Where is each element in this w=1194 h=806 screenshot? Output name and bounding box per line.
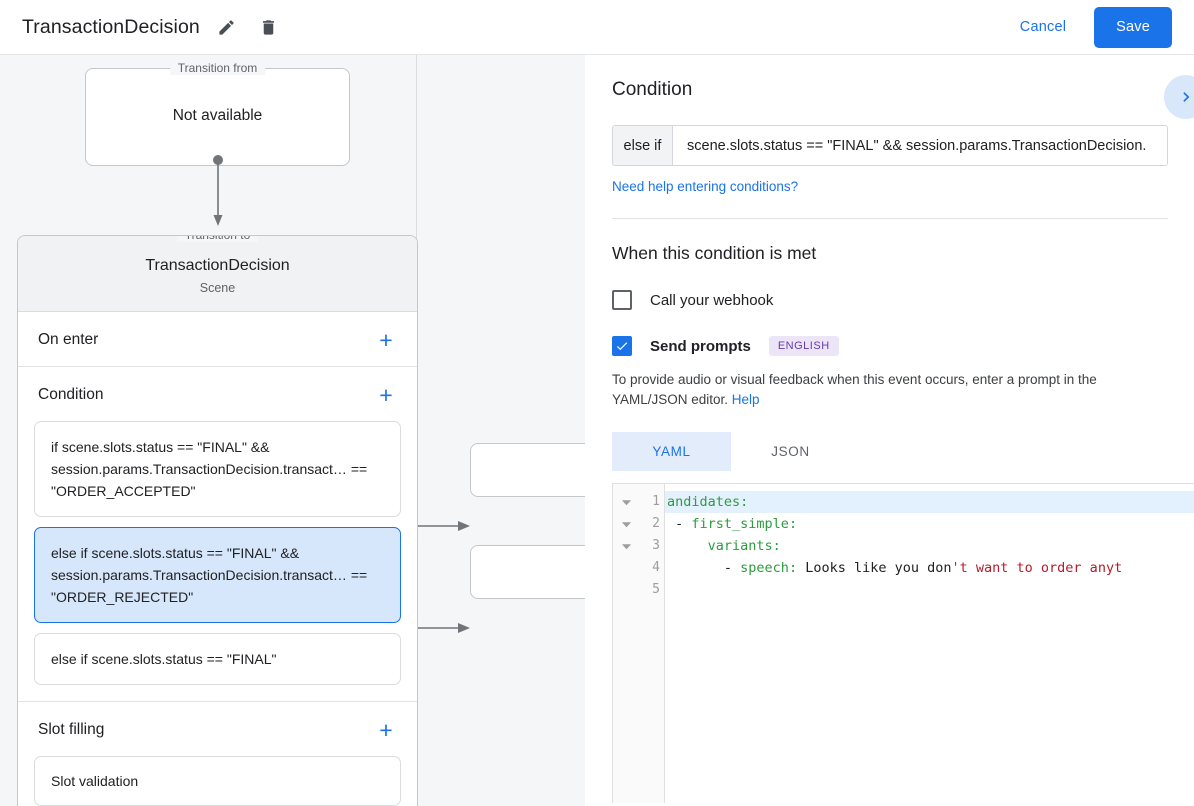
condition-item-selected[interactable]: else if scene.slots.status == "FINAL" &&… (34, 527, 401, 623)
section-header-condition: Condition + (18, 367, 417, 421)
code-token: first_simple (691, 516, 789, 532)
code-token: Looks like you don (797, 560, 952, 576)
scene-name: TransactionDecision (145, 257, 290, 274)
code-token: andidates (667, 494, 741, 510)
send-prompts-label: Send prompts (650, 337, 751, 355)
fold-toggle-icon[interactable] (613, 513, 639, 535)
fold-toggle-icon[interactable] (613, 491, 639, 513)
language-badge: ENGLISH (768, 336, 839, 356)
panel-body: When this condition is met Call your web… (586, 219, 1194, 803)
line-number: 5 (652, 582, 660, 597)
condition-item[interactable]: if scene.slots.status == "FINAL" && sess… (34, 421, 401, 517)
add-slot-filling-button[interactable]: + (379, 716, 393, 743)
code-token: - (667, 560, 741, 576)
scene-type: Scene (199, 281, 236, 295)
page-title: TransactionDecision (22, 15, 200, 38)
transition-target-box-1[interactable] (470, 443, 585, 497)
add-on-enter-button[interactable]: + (379, 326, 393, 353)
section-header-slot-filling: Slot filling + (18, 702, 417, 756)
editor-line-numbers: 1 2 3 4 5 (639, 484, 665, 803)
webhook-row: Call your webhook (612, 290, 1168, 310)
code-token: speech (740, 560, 789, 576)
code-token: : (772, 538, 781, 554)
section-title-on-enter: On enter (38, 331, 99, 348)
line-number: 4 (652, 560, 660, 575)
transition-to-card: Transition to TransactionDecision Scene … (17, 235, 418, 806)
section-condition: Condition + if scene.slots.status == "FI… (18, 367, 417, 702)
code-token (667, 538, 708, 554)
call-webhook-checkbox[interactable] (612, 290, 632, 310)
transition-to-legend: Transition to (176, 236, 259, 242)
condition-list: if scene.slots.status == "FINAL" && sess… (18, 421, 417, 701)
condition-input-row[interactable]: else if (612, 125, 1168, 166)
send-prompts-row: Send prompts ENGLISH (612, 336, 1168, 356)
editor-code-area[interactable]: andidates: - first_simple: variants: - s… (665, 484, 1194, 803)
code-line[interactable]: variants: (665, 535, 1194, 557)
transition-from-value: Not available (172, 107, 263, 124)
prompt-hint-text: To provide audio or visual feedback when… (612, 370, 1168, 410)
scene-header[interactable]: TransactionDecision Scene (18, 236, 417, 312)
fold-spacer (613, 579, 639, 601)
slot-filling-list: Slot validation (18, 756, 417, 806)
code-line[interactable]: - first_simple: (665, 513, 1194, 535)
section-header-on-enter: On enter + (18, 312, 417, 366)
prompt-help-link[interactable]: Help (731, 392, 760, 407)
transition-from-card[interactable]: Transition from Not available (85, 61, 350, 166)
fold-spacer (613, 557, 639, 579)
add-condition-button[interactable]: + (379, 381, 393, 408)
line-number: 3 (652, 538, 660, 553)
transition-target-box-2[interactable] (470, 545, 585, 599)
section-title-condition: Condition (38, 386, 104, 403)
condition-expression-input[interactable] (673, 126, 1167, 165)
section-title-slot-filling: Slot filling (38, 721, 105, 738)
code-line[interactable]: - speech: Looks like you don't want to o… (665, 557, 1194, 579)
code-line[interactable]: andidates: (665, 491, 1194, 513)
transition-to-wrap: Transition to TransactionDecision Scene … (17, 235, 418, 806)
code-token: variants (707, 538, 773, 554)
code-token: - (667, 516, 692, 532)
check-icon (616, 342, 628, 351)
code-token: : (788, 560, 798, 576)
panel-divider (612, 218, 1168, 219)
condition-item[interactable]: else if scene.slots.status == "FINAL" (34, 633, 401, 685)
code-token: : (788, 516, 798, 532)
code-token: 't want to order anyt (951, 560, 1123, 576)
fold-toggle-icon[interactable] (613, 535, 639, 557)
pencil-icon[interactable] (212, 12, 242, 42)
prompt-hint-body: To provide audio or visual feedback when… (612, 372, 1097, 407)
trash-icon[interactable] (254, 12, 284, 42)
condition-detail-panel: Condition else if Need help entering con… (586, 55, 1194, 806)
app-header: TransactionDecision Cancel Save (0, 0, 1194, 55)
when-condition-met-title: When this condition is met (612, 243, 817, 263)
transition-from-legend: Transition from (169, 61, 266, 75)
line-number: 2 (652, 516, 660, 531)
panel-title: Condition (612, 79, 693, 100)
slot-validation-item[interactable]: Slot validation (34, 756, 401, 806)
flow-connector-arrow (213, 155, 223, 226)
condition-help-link[interactable]: Need help entering conditions? (612, 179, 799, 194)
panel-top: Condition else if Need help entering con… (586, 55, 1194, 219)
call-webhook-label: Call your webhook (650, 291, 774, 309)
send-prompts-checkbox[interactable] (612, 336, 632, 356)
tab-json[interactable]: JSON (771, 444, 810, 459)
save-button[interactable]: Save (1094, 6, 1172, 48)
editor-fold-column (613, 484, 639, 803)
code-token: : (740, 494, 749, 510)
editor-format-tabs: YAML JSON (612, 432, 1168, 471)
code-line[interactable] (665, 579, 1194, 601)
section-slot-filling: Slot filling + Slot validation (18, 702, 417, 806)
code-editor[interactable]: 1 2 3 4 5 andidates: - first_simple: variant… (612, 483, 1194, 803)
line-number: 1 (652, 494, 660, 509)
flow-canvas[interactable]: Transition from Not available Transition… (0, 55, 585, 806)
section-on-enter: On enter + (18, 312, 417, 367)
cancel-button[interactable]: Cancel (1006, 10, 1080, 44)
condition-prefix-label: else if (613, 126, 673, 165)
chevron-right-icon[interactable] (1164, 75, 1194, 119)
tab-yaml[interactable]: YAML (612, 432, 731, 471)
